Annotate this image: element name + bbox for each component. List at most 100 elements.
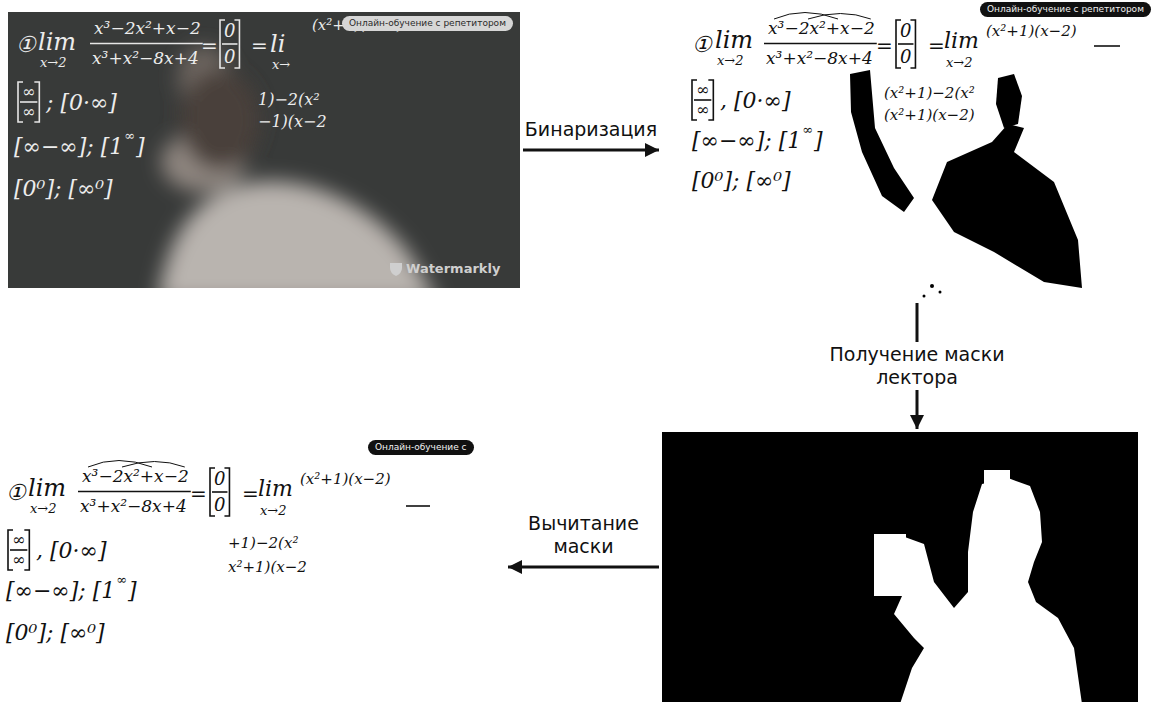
formula-text: 0 bbox=[224, 48, 235, 66]
speck bbox=[930, 284, 934, 288]
formula-text: x→2 bbox=[30, 502, 57, 515]
fraction-line bbox=[222, 43, 237, 45]
formula-text: [0⁰]; [∞⁰] bbox=[692, 170, 791, 192]
channel-badge: Онлайн-обучение с репетитором bbox=[980, 2, 1151, 17]
formula-text: 0 bbox=[214, 470, 225, 488]
formula-text: [∞−∞]; [1 bbox=[14, 136, 123, 158]
fraction-line bbox=[78, 491, 191, 493]
shield-icon bbox=[390, 263, 402, 276]
channel-badge: Онлайн-обучение с bbox=[368, 440, 474, 455]
formula-text: ① bbox=[692, 34, 712, 56]
formula-text: −1)(x−2 bbox=[258, 114, 327, 130]
formula-text: ∞ bbox=[12, 532, 25, 548]
formula-text: ] bbox=[136, 136, 145, 158]
formula-text: lim bbox=[944, 30, 979, 52]
process-arrow bbox=[508, 566, 659, 569]
step-label: Вычитание маски bbox=[521, 511, 647, 559]
bracket bbox=[8, 530, 29, 570]
formula-text: lim bbox=[28, 476, 66, 500]
formula-text: ] bbox=[814, 130, 823, 152]
fraction-line bbox=[764, 43, 877, 45]
formula-text: lim bbox=[258, 478, 293, 500]
bracket bbox=[220, 20, 239, 68]
blurred-lecturer bbox=[158, 46, 438, 288]
formula-text: 0 bbox=[900, 22, 911, 40]
speck bbox=[939, 291, 942, 294]
formula-text: ∞ bbox=[696, 82, 709, 98]
formula-text: = bbox=[251, 36, 268, 56]
formula-text: 0 bbox=[900, 48, 911, 66]
formula-text: x→2 bbox=[717, 54, 744, 67]
process-arrow bbox=[523, 149, 659, 152]
formula-text: +1)−2(x² bbox=[228, 536, 298, 551]
formula-text: = bbox=[190, 484, 207, 504]
formula-text: li bbox=[270, 32, 285, 56]
formula-text: = bbox=[928, 36, 945, 56]
dash-stroke bbox=[406, 505, 430, 507]
lecturer-mask bbox=[874, 470, 1082, 702]
bracket bbox=[692, 80, 713, 120]
formula-text: (x²+1)(x−2) bbox=[986, 24, 1077, 39]
formula-text: x³+x²−8x+4 bbox=[766, 50, 873, 67]
formula-text: x→2 bbox=[40, 56, 67, 69]
lecturer-head bbox=[180, 70, 260, 170]
panel-drawing bbox=[662, 432, 1138, 702]
formula-text: ∞ bbox=[802, 123, 813, 136]
channel-badge: Онлайн-обучение с репетитором bbox=[342, 16, 513, 31]
formula-text: , [0·∞] bbox=[36, 540, 106, 562]
fraction-line bbox=[20, 101, 37, 103]
step-label: Получение маски лектора bbox=[797, 342, 1038, 390]
formula-text: 0 bbox=[214, 496, 225, 514]
formula-text: 1)−2(x² bbox=[258, 92, 320, 108]
speck bbox=[923, 295, 926, 298]
formula-text: ∞ bbox=[22, 104, 35, 120]
formula-text: x²+1)(x−2 bbox=[228, 560, 307, 575]
formula-text: = bbox=[242, 484, 259, 504]
formula-text: ∞ bbox=[22, 84, 35, 100]
formula-text: x→2 bbox=[260, 504, 287, 517]
formula-text: lim bbox=[715, 28, 753, 52]
formula-text: ; [0·∞] bbox=[46, 92, 117, 114]
bracket bbox=[896, 20, 915, 68]
fraction-line bbox=[10, 549, 27, 551]
formula-text: , [0·∞] bbox=[720, 90, 790, 112]
formula-text: x³−2x²+x−2 bbox=[768, 20, 875, 37]
formula-text: x³+x²−8x+4 bbox=[80, 498, 187, 515]
body-silhouette bbox=[932, 124, 1082, 288]
formula-text: ∞ bbox=[116, 573, 127, 586]
annotation-arc bbox=[88, 461, 185, 468]
formula-text: ① bbox=[16, 34, 36, 56]
fraction-line bbox=[212, 491, 227, 493]
formula-text: ① bbox=[6, 482, 26, 504]
formula-text: [∞−∞]; [1 bbox=[6, 580, 115, 602]
formula-text: [∞−∞]; [1 bbox=[692, 130, 801, 152]
lecturer-shirt bbox=[158, 181, 438, 288]
formula-text: ∞ bbox=[12, 552, 25, 568]
formula-text: (x²+1)(x−2) bbox=[300, 472, 391, 487]
formula-text: ] bbox=[128, 580, 137, 602]
fraction-line bbox=[898, 43, 913, 45]
binary-lecturer bbox=[850, 70, 1082, 298]
fraction-line bbox=[694, 99, 711, 101]
formula-text: x→ bbox=[272, 58, 290, 71]
formula-text: = bbox=[876, 36, 893, 56]
annotation-arc bbox=[774, 13, 871, 20]
watermark: Watermarkly bbox=[406, 262, 500, 275]
bracket bbox=[210, 468, 229, 516]
formula-text: x→2 bbox=[946, 56, 973, 69]
result-frame: ①limx→2x³−2x²+x−2x³+x²−8x+4=00=limx→2(x²… bbox=[0, 440, 505, 690]
bracket bbox=[18, 82, 39, 122]
body-mask bbox=[894, 478, 1082, 702]
binary-frame: ①limx→2x³−2x²+x−2x³+x²−8x+4=00=limx→2(x²… bbox=[662, 0, 1152, 300]
step-label: Бинаризация bbox=[522, 117, 660, 142]
fist-mask bbox=[874, 534, 906, 596]
formula-text: x³−2x²+x−2 bbox=[82, 468, 189, 485]
formula-text: [0⁰]; [∞⁰] bbox=[6, 622, 105, 644]
formula-text: lim bbox=[38, 30, 76, 54]
formula-text: ∞ bbox=[124, 129, 135, 142]
formula-text: 0 bbox=[224, 22, 235, 40]
formula-text: [0⁰]; [∞⁰] bbox=[14, 178, 113, 200]
hand-silhouette bbox=[996, 74, 1022, 128]
formula-text: = bbox=[201, 36, 218, 56]
